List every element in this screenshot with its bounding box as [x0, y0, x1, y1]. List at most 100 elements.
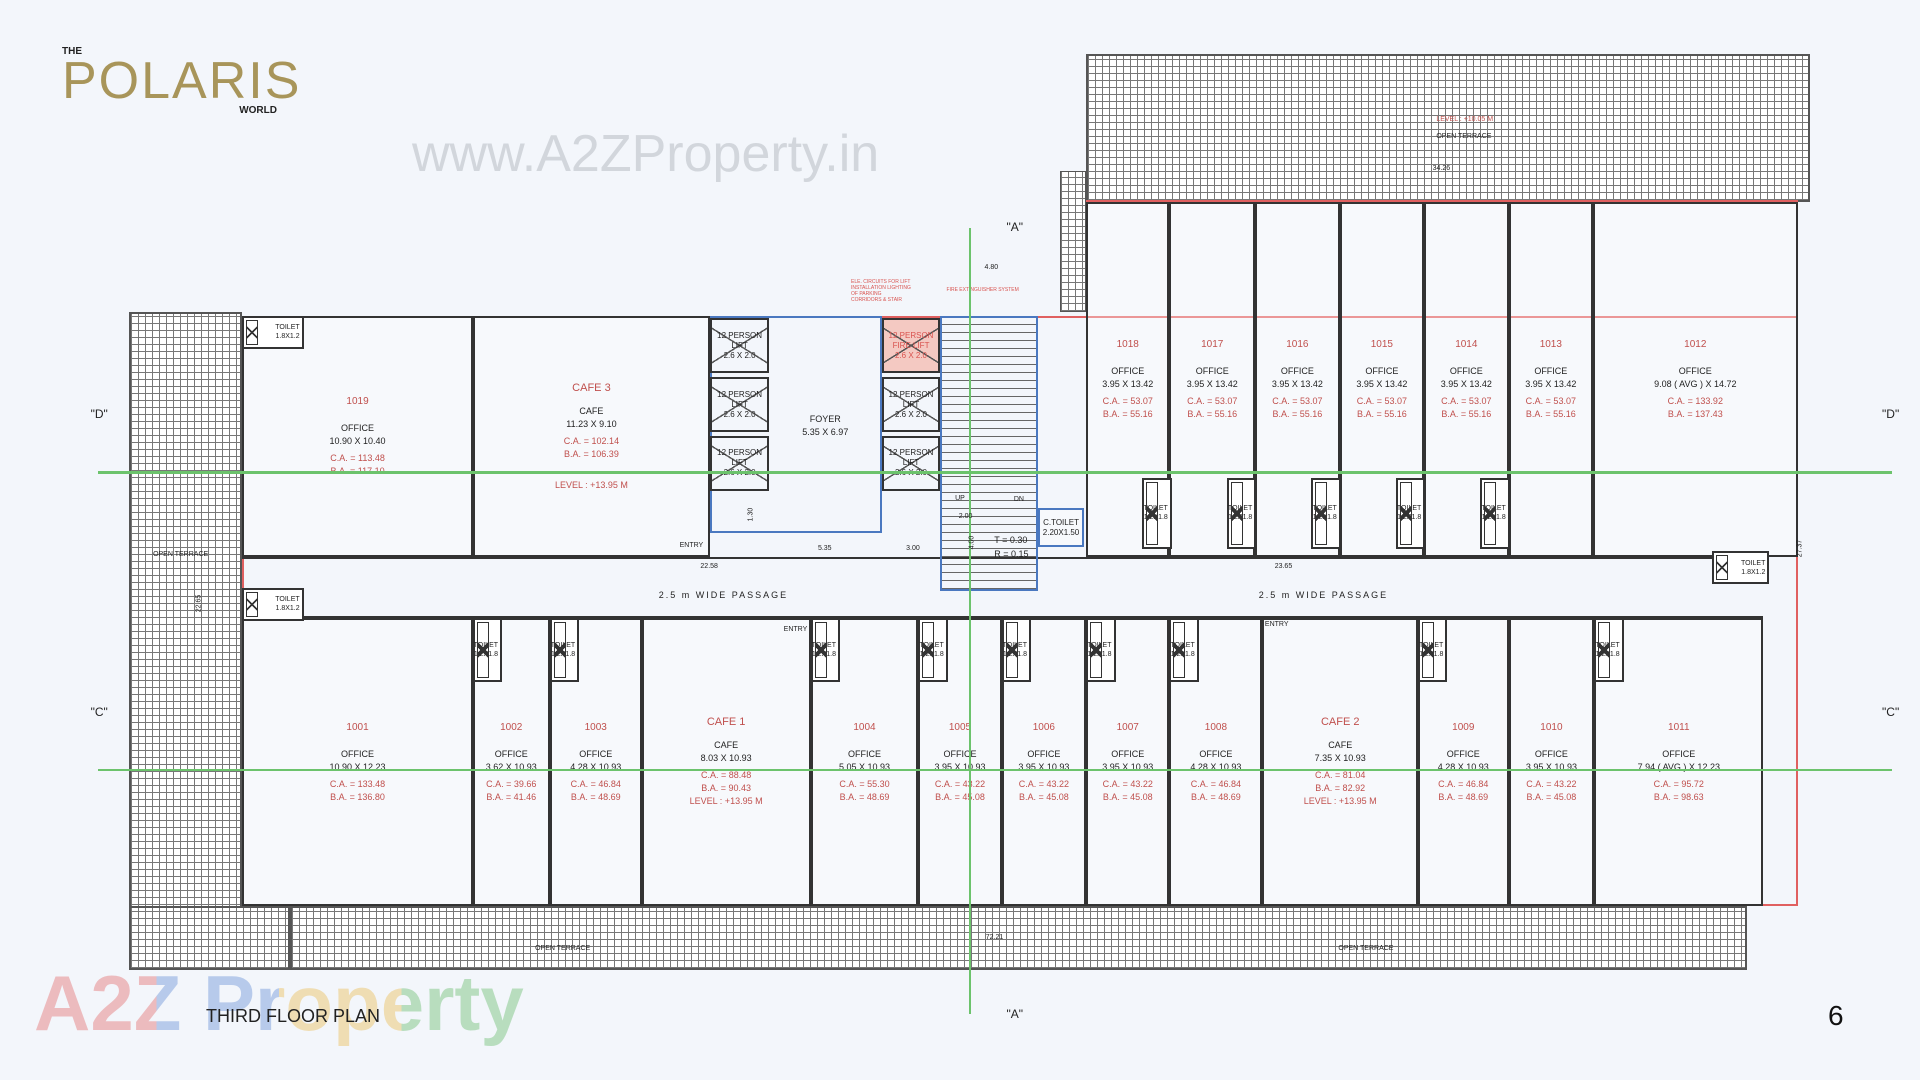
unit-number: 1004	[853, 721, 876, 733]
unit-number: 1003	[584, 721, 607, 733]
unit-dimensions: 7.94 ( AVG ) X 12.23	[1637, 761, 1720, 772]
toilet-dimensions: 1.2X1.8	[551, 651, 576, 659]
built-up-area: B.A. = 55.16	[1187, 409, 1238, 420]
logo-the: THE	[62, 46, 82, 57]
built-up-area: B.A. = 106.39	[564, 448, 619, 459]
carpet-area: C.A. = 133.48	[329, 778, 386, 789]
level-note: LEVEL : +13.95 M	[689, 796, 763, 807]
toilet-dimensions: 1.2X1.8	[811, 651, 836, 659]
section-line-c	[97, 768, 1892, 772]
unit-number: 1011	[1668, 721, 1690, 733]
built-up-area: B.A. = 82.92	[1315, 783, 1366, 794]
carpet-area: C.A. = 46.84	[1438, 778, 1489, 789]
unit-dimensions: 3.95 X 10.93	[1018, 761, 1070, 772]
dimension-left-passage: 22.58	[700, 563, 718, 571]
unit-number: 1005	[948, 721, 972, 733]
built-up-area: B.A. = 55.16	[1102, 409, 1153, 420]
unit-type: OFFICE	[1678, 366, 1712, 377]
toilet-dimensions: 1.2X1.8	[473, 651, 499, 659]
open-terrace-left	[128, 312, 243, 970]
toilet-dimensions: 1.2X1.8	[1419, 651, 1444, 659]
unit-dimensions: 10.90 X 10.40	[329, 436, 386, 447]
unit-dimensions: 5.05 X 10.93	[838, 761, 890, 772]
unit-type: OFFICE	[1027, 748, 1061, 759]
carpet-area: C.A. = 43.22	[1018, 778, 1070, 789]
unit-dimensions: 3.62 X 10.93	[485, 761, 537, 772]
carpet-area: C.A. = 53.07	[1272, 396, 1323, 407]
unit-dimensions: 4.28 X 10.93	[1437, 761, 1489, 772]
unit-dimensions: 11.23 X 9.10	[566, 418, 617, 429]
lift-name: 12 PERSON FIRE LIFT	[888, 330, 934, 350]
lift-name: 12 PERSON LIFT	[717, 389, 763, 409]
entry-cafe-2: ENTRY	[1264, 620, 1289, 628]
unit-type: OFFICE	[341, 748, 375, 759]
unit-dimensions: 3.95 X 13.42	[1102, 379, 1154, 390]
unit-type: CAFE	[1328, 740, 1353, 751]
open-terrace-top	[1086, 53, 1810, 203]
unit-type: OFFICE	[1111, 366, 1145, 377]
open-terrace-label-bottom-right: OPEN TERRACE	[1338, 945, 1394, 953]
carpet-area: C.A. = 95.72	[1653, 778, 1704, 789]
toilet-dimensions: 1.2X1.8	[1595, 651, 1620, 659]
toilet-label: TOILET	[473, 642, 499, 650]
toilet-dimensions: 1.2X1.8	[1170, 651, 1195, 659]
unit-type: OFFICE	[341, 423, 375, 434]
passage-label-left: 2.5 m WIDE PASSAGE	[658, 590, 789, 601]
toilet-label: TOILET	[275, 596, 300, 604]
watermark-url: www.A2ZProperty.in	[412, 125, 880, 183]
built-up-area: B.A. = 48.69	[570, 791, 621, 802]
level-note: LEVEL : +13.95 M	[1303, 796, 1377, 807]
c-toilet-label: C.TOILET	[1043, 517, 1079, 527]
unit-number: CAFE 2	[1320, 716, 1360, 729]
unit-type: OFFICE	[943, 748, 977, 759]
toilet-label: TOILET	[811, 642, 836, 650]
unit-number: 1016	[1286, 339, 1309, 351]
built-up-area: B.A. = 45.08	[1526, 791, 1577, 802]
built-up-area: B.A. = 55.16	[1356, 409, 1407, 420]
section-line-d	[97, 471, 1892, 474]
stair-up-label: UP	[955, 494, 965, 502]
dimension-right: 27.37	[1796, 539, 1804, 558]
carpet-area: C.A. = 46.84	[1190, 778, 1242, 789]
lift-dimensions: 2.6 X 2.0	[894, 350, 928, 360]
toilet-label: TOILET	[1396, 505, 1422, 513]
unit-number: 1010	[1540, 721, 1563, 733]
toilet-dimensions: 1.2X1.8	[1087, 651, 1112, 659]
unit-number: 1015	[1370, 339, 1393, 351]
lift-name: 12 PERSON LIFT	[717, 330, 763, 350]
built-up-area: B.A. = 45.08	[1102, 791, 1153, 802]
built-up-area: B.A. = 45.08	[1018, 791, 1069, 802]
unit-number: 1009	[1452, 721, 1475, 733]
unit-dimensions: 4.28 X 10.93	[1190, 761, 1242, 772]
section-mark-c-right: "C"	[1882, 705, 1900, 720]
toilet-dimensions: 1.8X1.2	[275, 333, 300, 341]
unit-number: CAFE 3	[572, 381, 611, 394]
unit-number: 1006	[1032, 721, 1055, 733]
unit-number: 1014	[1455, 339, 1478, 351]
dimension-top: 34.26	[1432, 165, 1451, 173]
unit-type: OFFICE	[1111, 748, 1145, 759]
built-up-area: B.A. = 48.69	[1191, 791, 1241, 802]
dimension-bottom: 72.21	[985, 934, 1004, 942]
unit-dimensions: 10.90 X 12.23	[329, 761, 386, 772]
built-up-area: B.A. = 55.16	[1525, 409, 1576, 420]
unit-type: OFFICE	[1449, 366, 1483, 377]
lift-name: 12 PERSON LIFT	[717, 448, 763, 468]
built-up-area: B.A. = 41.46	[486, 791, 537, 802]
carpet-area: C.A. = 53.07	[1102, 396, 1153, 407]
unit-type: OFFICE	[1195, 366, 1229, 377]
